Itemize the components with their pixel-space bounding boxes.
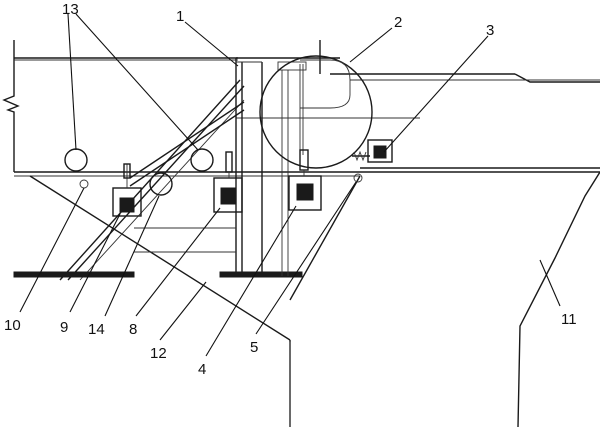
label-12: 12	[150, 345, 167, 362]
break-line	[2, 40, 20, 172]
device-4	[288, 149, 322, 211]
beam-structure	[14, 57, 600, 427]
base-plate	[13, 227, 303, 278]
callout-labels: 13 1 2 3 11 10 9 14 8 12 4 5	[4, 1, 577, 378]
column-1	[235, 57, 340, 276]
label-9: 9	[60, 319, 68, 336]
label-3: 3	[486, 22, 494, 39]
column-rod	[277, 61, 307, 276]
label-11: 11	[561, 311, 577, 328]
pillar-11	[289, 171, 600, 427]
device-3	[352, 139, 393, 163]
label-14: 14	[88, 321, 105, 338]
device-9	[112, 163, 142, 217]
label-2: 2	[394, 14, 402, 31]
label-13: 13	[62, 1, 79, 18]
label-5: 5	[250, 339, 258, 356]
label-4: 4	[198, 361, 206, 378]
drum-2	[259, 55, 373, 169]
label-10: 10	[4, 317, 21, 334]
device-8	[213, 151, 243, 213]
right-beam	[236, 40, 600, 169]
leader-lines	[19, 13, 561, 357]
label-8: 8	[129, 321, 137, 338]
label-1: 1	[176, 8, 184, 25]
diagonal-bracing	[59, 79, 245, 281]
